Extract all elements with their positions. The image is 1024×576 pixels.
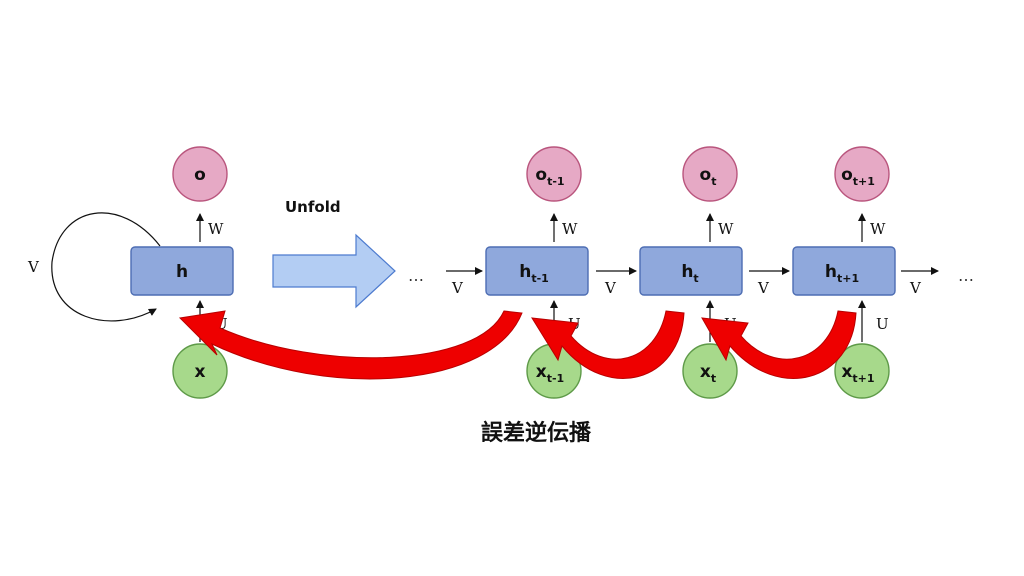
hidden-node-t bbox=[639, 246, 743, 296]
folded-recurrent-loop bbox=[51, 212, 161, 322]
folded-output-node bbox=[172, 146, 228, 202]
u-label-t-plus-1: U bbox=[876, 315, 889, 333]
w-label-t: W bbox=[718, 220, 734, 238]
v-in-label-t-plus-1: V bbox=[757, 279, 770, 297]
output-node-t-minus-1 bbox=[526, 146, 582, 202]
v-out-label: V bbox=[909, 279, 922, 297]
w-label-t-plus-1: W bbox=[870, 220, 886, 238]
unfold-arrow bbox=[272, 233, 396, 309]
hidden-label-t-minus-1: ht-1 bbox=[519, 262, 549, 285]
folded-hidden-node bbox=[130, 246, 234, 296]
folded-hidden-label: h bbox=[176, 262, 188, 282]
output-node-t bbox=[682, 146, 738, 202]
folded-w-label: W bbox=[208, 220, 224, 238]
input-node-t bbox=[682, 343, 738, 399]
input-label-t-plus-1: xt+1 bbox=[841, 362, 874, 385]
v-in-label-t-minus-1: V bbox=[451, 279, 464, 297]
output-label-t-minus-1: ot-1 bbox=[535, 165, 564, 188]
step-t-plus-1: ot+1 W V ht+1 U xt+1 bbox=[749, 146, 896, 399]
w-label-t-minus-1: W bbox=[562, 220, 578, 238]
input-node-t-plus-1 bbox=[834, 343, 890, 399]
unfold-label: Unfold bbox=[285, 198, 341, 216]
folded-output-label: o bbox=[194, 165, 206, 185]
folded-input-label: x bbox=[195, 362, 206, 382]
hidden-node-t-minus-1 bbox=[485, 246, 589, 296]
backprop-arrow-long bbox=[178, 310, 523, 380]
output-node-t-plus-1 bbox=[834, 146, 890, 202]
output-label-t: ot bbox=[700, 165, 717, 188]
trailing-ellipsis: … bbox=[958, 266, 974, 285]
backprop-arrow-t-plus-1 bbox=[701, 310, 857, 379]
step-t: ot W V ht U xt bbox=[596, 146, 743, 399]
leading-ellipsis: … bbox=[408, 266, 424, 285]
unrolled-rnn: … … ot-1 W V ht-1 U xt-1 ot W V bbox=[408, 146, 974, 399]
hidden-label-t-plus-1: ht+1 bbox=[825, 262, 859, 285]
folded-rnn: o W h V U x bbox=[27, 146, 234, 399]
backprop-arrow-t bbox=[531, 310, 685, 379]
unfold-arrow-group: Unfold bbox=[272, 198, 396, 309]
folded-input-node bbox=[172, 343, 228, 399]
step-t-minus-1: ot-1 W V ht-1 U xt-1 bbox=[446, 146, 589, 399]
v-in-label-t: V bbox=[604, 279, 617, 297]
hidden-label-t: ht bbox=[681, 262, 698, 285]
backprop-arrows bbox=[178, 310, 857, 380]
backprop-caption: 誤差逆伝播 bbox=[481, 420, 592, 446]
hidden-node-t-plus-1 bbox=[792, 246, 896, 296]
input-label-t: xt bbox=[700, 362, 716, 385]
folded-v-label: V bbox=[27, 258, 40, 276]
input-label-t-minus-1: xt-1 bbox=[536, 362, 564, 385]
output-label-t-plus-1: ot+1 bbox=[841, 165, 875, 188]
